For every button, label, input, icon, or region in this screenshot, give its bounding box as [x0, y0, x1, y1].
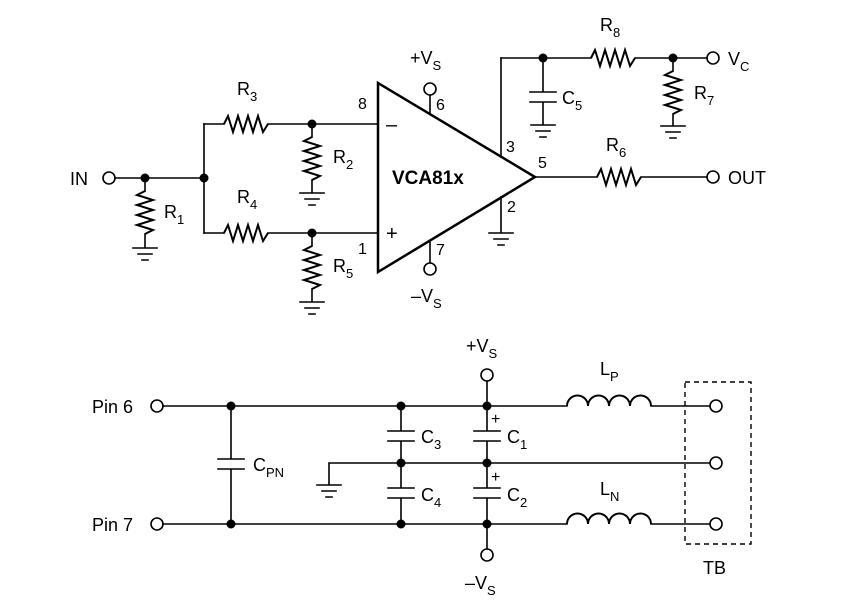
- pin6-label: Pin 6: [92, 397, 133, 417]
- r4-label: R4: [237, 187, 257, 212]
- vc-terminal: [706, 51, 720, 65]
- capacitor-c5: C5: [529, 57, 582, 138]
- c1-polarity: +: [491, 411, 500, 428]
- in-label: IN: [70, 169, 88, 189]
- resistor-r5: R5: [299, 232, 353, 315]
- c3-label: C3: [421, 427, 441, 452]
- pin6-terminal: [150, 399, 164, 413]
- resistor-r3: R3: [203, 79, 379, 136]
- bypass-circuit: Pin 6 Pin 7 CPN C3 C4: [92, 336, 752, 598]
- tb-label: TB: [703, 558, 726, 578]
- resistor-r1: R1: [132, 177, 184, 261]
- pin-5-label: 5: [538, 155, 547, 172]
- out-terminal: [706, 170, 720, 184]
- inductor-ln: LN: [566, 479, 711, 525]
- pin-1-label: 1: [358, 241, 367, 258]
- pin-7-label: 7: [436, 242, 445, 259]
- r8-label: R8: [600, 15, 620, 40]
- out-label: OUT: [728, 168, 766, 188]
- capacitor-c2: + C2: [473, 462, 527, 525]
- minus-vs-terminal-top: [423, 262, 437, 276]
- plus-vs-label-top: +VS: [410, 48, 442, 73]
- pin2-wire: [488, 196, 514, 246]
- c4-label: C4: [421, 485, 441, 510]
- pin-6-label: 6: [436, 97, 445, 114]
- tb-terminal-plus: [709, 399, 723, 413]
- vc-label: VC: [728, 49, 749, 74]
- plus-vs-terminal-top: [423, 82, 437, 96]
- resistor-r6: R6: [534, 135, 708, 189]
- ln-label: LN: [600, 479, 619, 504]
- inverting-sign: –: [386, 114, 398, 136]
- pin7-label: Pin 7: [92, 515, 133, 535]
- tb-terminal-minus: [709, 517, 723, 531]
- capacitor-c1: + C1: [473, 405, 527, 464]
- r7-label: R7: [694, 83, 714, 108]
- tb-terminal-ground: [709, 456, 723, 470]
- capacitor-cpn: CPN: [217, 405, 284, 525]
- r3-label: R3: [237, 79, 257, 104]
- pin-3-label: 3: [506, 139, 515, 156]
- c5-label: C5: [562, 88, 582, 113]
- c2-polarity: +: [491, 469, 500, 486]
- resistor-r8: R8: [590, 15, 708, 70]
- capacitor-c4: C4: [387, 462, 441, 525]
- pin7-terminal: [150, 517, 164, 531]
- ground-rail: [316, 462, 711, 498]
- noninverting-sign: +: [386, 223, 398, 245]
- amp-name: VCA81x: [392, 168, 464, 189]
- cpn-label: CPN: [253, 455, 284, 480]
- minus-vs-terminal-bottom: [480, 548, 494, 562]
- amplifier-circuit: IN R1 R3 R2: [70, 15, 766, 315]
- c2-label: C2: [507, 485, 527, 510]
- resistor-r2: R2: [299, 123, 353, 206]
- terminal-block: [684, 381, 752, 545]
- r6-label: R6: [606, 135, 626, 160]
- r2-label: R2: [333, 147, 353, 172]
- resistor-r4: R4: [203, 187, 379, 245]
- resistor-r7: R7: [660, 57, 714, 139]
- pin-8-label: 8: [358, 96, 367, 113]
- r5-label: R5: [333, 256, 353, 281]
- vca81x-amplifier: [376, 80, 538, 275]
- lp-label: LP: [600, 359, 619, 384]
- r1-label: R1: [164, 202, 184, 227]
- minus-vs-label-bottom: –VS: [465, 573, 496, 598]
- pin-2-label: 2: [507, 199, 516, 216]
- inductor-lp: LP: [566, 359, 711, 407]
- minus-vs-label-top: –VS: [411, 286, 442, 311]
- plus-vs-terminal-bottom: [480, 368, 494, 382]
- in-terminal: [102, 171, 116, 185]
- capacitor-c3: C3: [387, 405, 441, 464]
- plus-vs-label-bottom: +VS: [466, 336, 498, 361]
- c1-label: C1: [507, 427, 527, 452]
